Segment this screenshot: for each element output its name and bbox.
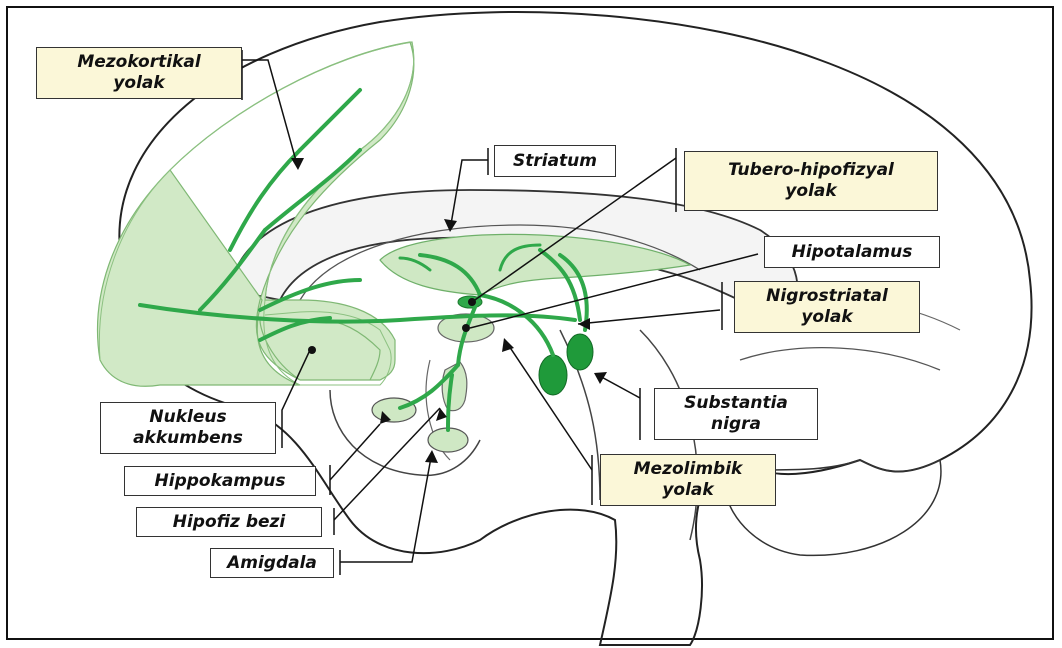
label-amigdala-line1: Amigdala bbox=[227, 553, 317, 574]
label-nigrostriatal-line1: Nigrostriatal bbox=[766, 286, 888, 307]
label-striatum-line1: Striatum bbox=[513, 151, 597, 172]
label-nigrostriatal-line2: yolak bbox=[801, 307, 852, 328]
label-tubero: Tubero-hipofizyal yolak bbox=[684, 151, 938, 211]
label-hipofiz-line1: Hipofiz bezi bbox=[173, 512, 286, 533]
hippocampus-shape bbox=[372, 398, 416, 422]
label-nukleus-line2: akkumbens bbox=[133, 428, 243, 449]
label-striatum: Striatum bbox=[494, 145, 616, 177]
label-amigdala: Amigdala bbox=[210, 548, 334, 578]
label-nukleus-line1: Nukleus bbox=[149, 407, 226, 428]
label-mezolimbik: Mezolimbik yolak bbox=[600, 454, 776, 506]
label-substantia-line2: nigra bbox=[711, 414, 761, 435]
label-tubero-line2: yolak bbox=[785, 181, 836, 202]
label-mezokortikal-line1: Mezokortikal bbox=[77, 52, 200, 73]
label-substantia: Substantia nigra bbox=[654, 388, 818, 440]
label-tubero-line1: Tubero-hipofizyal bbox=[728, 160, 894, 181]
label-mezolimbik-line1: Mezolimbik bbox=[634, 459, 743, 480]
substantia-nigra-2 bbox=[567, 334, 593, 370]
label-hipotalamus: Hipotalamus bbox=[764, 236, 940, 268]
label-mezokortikal: Mezokortikal yolak bbox=[36, 47, 242, 99]
label-hippokampus: Hippokampus bbox=[124, 466, 316, 496]
label-mezokortikal-line2: yolak bbox=[113, 73, 164, 94]
label-mezolimbik-line2: yolak bbox=[662, 480, 713, 501]
label-nigrostriatal: Nigrostriatal yolak bbox=[734, 281, 920, 333]
substantia-nigra-1 bbox=[539, 355, 567, 395]
label-hipotalamus-line1: Hipotalamus bbox=[792, 242, 913, 263]
label-hipofiz: Hipofiz bezi bbox=[136, 507, 322, 537]
label-substantia-line1: Substantia bbox=[684, 393, 788, 414]
label-nukleus: Nukleus akkumbens bbox=[100, 402, 276, 454]
label-hippokampus-line1: Hippokampus bbox=[155, 471, 286, 492]
